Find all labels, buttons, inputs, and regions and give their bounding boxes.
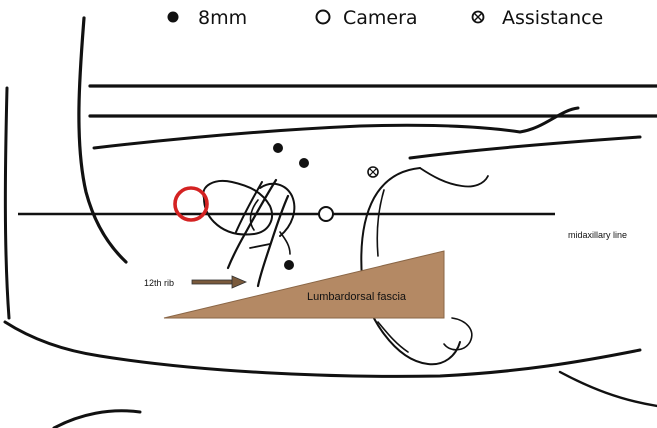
crossed-circle-icon xyxy=(471,10,485,24)
legend-label-camera: Camera xyxy=(343,7,418,29)
open-circle-icon xyxy=(315,9,331,25)
rib-pointer: 12th rib xyxy=(144,275,248,289)
rib-arrow-shaft xyxy=(191,279,233,285)
fascia-triangle xyxy=(163,250,445,319)
port-8mm-middle xyxy=(299,158,309,168)
red-circle-marker xyxy=(173,186,209,222)
legend-label-8mm: 8mm xyxy=(198,7,247,29)
legend-label-assistance: Assistance xyxy=(502,7,603,29)
port-camera xyxy=(318,206,334,222)
body-outline xyxy=(3,16,657,428)
port-8mm-lower xyxy=(284,260,294,270)
fascia-label: Lumbardorsal fascia xyxy=(307,291,407,303)
filled-dot-icon xyxy=(167,11,179,23)
port-markers xyxy=(173,143,379,270)
lumbodorsal-fascia: Lumbardorsal fascia xyxy=(163,250,445,319)
port-assistance xyxy=(367,166,379,178)
legend: 8mm Camera Assistance xyxy=(167,7,603,29)
rib-structure xyxy=(226,178,291,288)
midaxillary-line-label: midaxillary line xyxy=(568,230,627,240)
midaxillary-line-group: midaxillary line xyxy=(18,212,627,240)
rib-arrow-head xyxy=(231,275,248,289)
port-8mm-upper xyxy=(273,143,283,153)
rib-label: 12th rib xyxy=(144,278,174,288)
kidney-structure xyxy=(202,180,296,237)
